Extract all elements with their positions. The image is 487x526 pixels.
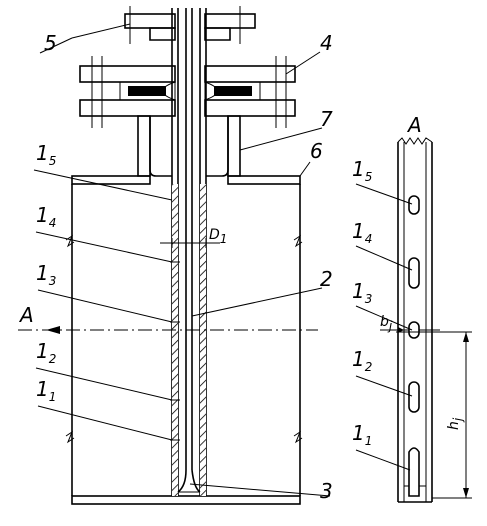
label-2: 2 [320,267,333,291]
top-flange-5 [124,6,256,44]
label-3: 3 [320,479,333,503]
slot-1-3 [408,321,420,339]
r-label-1-3: 13 [352,279,372,306]
label-4: 4 [320,31,333,55]
label-1-2: 12 [36,339,56,366]
neck-7 [137,115,241,177]
flange-pair-4 [79,56,296,128]
slot-1-1 [408,447,420,497]
vessel-bottom [71,495,301,505]
r-label-1-1: 11 [352,421,372,448]
slot-1-2 [408,381,420,413]
main-view: D1 A 5 4 7 6 2 [18,6,333,505]
label-1-3: 13 [36,261,56,288]
section-a-top-label: A [406,113,422,137]
section-a-left-label: A [18,303,34,327]
label-6: 6 [310,139,323,163]
section-line-a: A [18,303,318,334]
label-1-5: 15 [36,141,56,168]
r-label-1-4: 14 [352,219,372,246]
leader-lines [33,23,331,497]
label-5: 5 [44,31,57,55]
diameter-dimension: D1 [160,227,227,248]
label-1-1: 11 [36,377,56,404]
slot-1-5 [408,195,420,215]
r-label-1-5: 15 [352,157,372,184]
central-pipe-1 [170,8,207,496]
diameter-label: D1 [209,227,227,246]
vessel-top-6 [71,175,301,185]
r-label-1-2: 12 [352,347,372,374]
part-labels: 5 4 7 6 2 3 15 14 13 12 11 [36,31,333,503]
b-j-label: bj [380,314,393,333]
label-7: 7 [320,107,333,131]
vessel-walls [65,184,303,496]
height-dimension: hj [432,332,472,499]
slot-1-4 [408,257,420,289]
label-1-4: 14 [36,203,56,230]
section-view-a: A bj hj [352,113,472,503]
h-j-label: hj [446,417,465,430]
